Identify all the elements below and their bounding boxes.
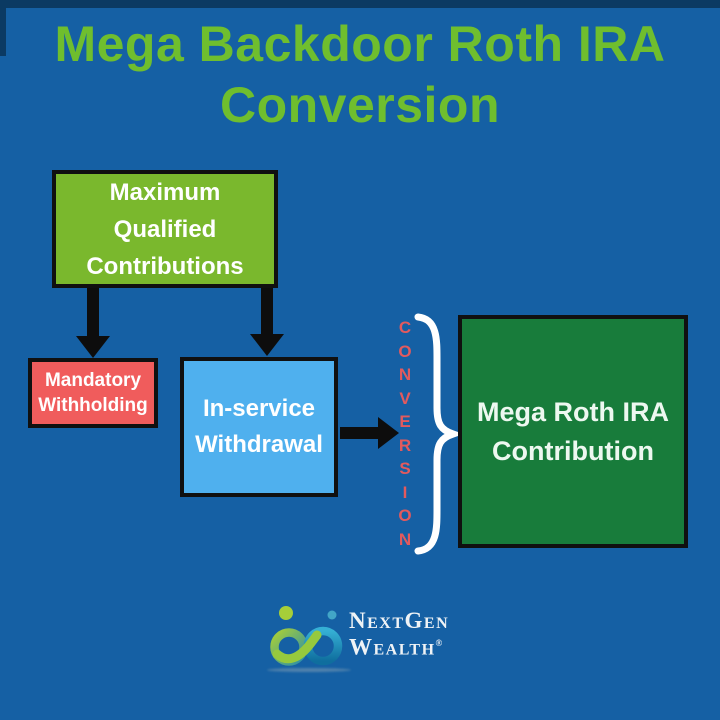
curly-brace-icon [414,313,458,555]
down-arrow-left-icon [87,288,99,338]
box-mandatory-withholding: Mandatory Withholding [28,358,158,428]
box-label-line: Withholding [38,395,148,416]
down-arrow-right-icon [261,288,273,336]
right-arrow-head-icon [378,417,399,449]
top-left-border-notch [0,0,6,56]
page-title: Mega Backdoor Roth IRA Conversion [0,14,720,136]
box-label-line: Withdrawal [195,431,323,458]
conversion-letter: I [402,482,408,502]
box-label-line: In-service [202,395,316,422]
box-label-line: Qualified [113,215,217,243]
conversion-letter: O [398,506,412,526]
logo-person-dot-teal [327,610,337,620]
brand-name: NextGen Wealth® [349,609,449,659]
title-line-2: Conversion [219,77,501,133]
top-border-strip [0,0,720,8]
box-label-line: Contribution [492,435,654,466]
brand-line-1: NextGen [349,608,450,633]
logo-person-dot-green [279,606,293,620]
conversion-vertical-label: C O N V E R S I O N [395,318,415,550]
box-mega-roth-ira-contribution: Mega Roth IRA Contribution [458,315,688,548]
brand-line-2-text: Wealth [349,634,436,660]
infinity-logo-icon [270,606,343,666]
right-arrow-icon [340,427,378,439]
conversion-letter: E [399,412,411,432]
box-label-line: Contributions [86,252,244,280]
title-line-1: Mega Backdoor Roth IRA [54,16,666,72]
conversion-letter: S [399,459,411,479]
box-label-line: Mandatory [44,370,142,391]
box-label-line: Mega Roth IRA [477,396,669,427]
conversion-letter: O [398,341,412,361]
conversion-letter: N [398,365,412,385]
box-in-service-withdrawal: In-service Withdrawal [180,357,338,497]
conversion-letter: C [398,318,412,337]
registered-mark: ® [435,638,443,648]
logo-shadow [267,668,351,672]
down-arrow-right-head-icon [250,334,284,356]
box-maximum-qualified-contributions: Maximum Qualified Contributions [52,170,278,288]
conversion-letter: R [398,435,412,455]
conversion-letter: N [398,529,412,549]
brand-line-2: Wealth® [349,632,449,659]
down-arrow-left-head-icon [76,336,110,358]
conversion-letter: V [399,388,411,408]
box-label-line: Maximum [109,178,221,206]
